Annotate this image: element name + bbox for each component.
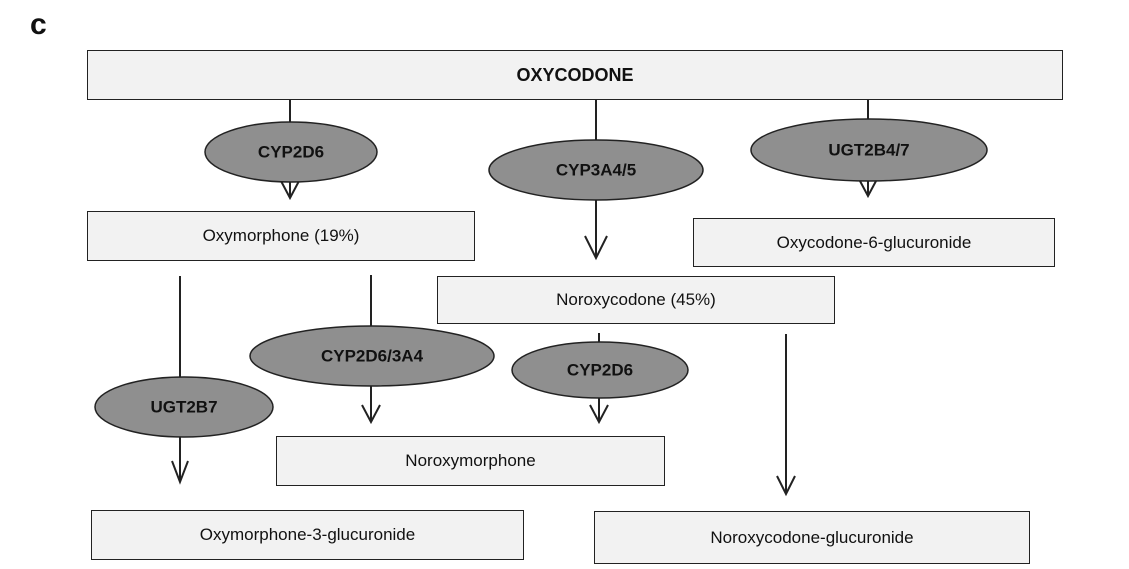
enzyme-label-cyp2d6-top: CYP2D6 — [258, 143, 324, 162]
enzyme-ellipse-cyp2d6-3a4 — [249, 325, 495, 387]
arrow-head — [280, 180, 300, 201]
enzyme-ellipse-cyp2d6-bottom — [511, 341, 689, 399]
arrow-head — [584, 235, 608, 261]
enzyme-label-cyp3a4-5: CYP3A4/5 — [556, 161, 636, 180]
noroxymorphone-box: Noroxymorphone — [276, 436, 665, 486]
enzyme-ellipse-cyp3a4-5 — [488, 139, 704, 201]
arrow-head — [361, 404, 381, 425]
enzyme-ellipse-cyp2d6-top — [204, 121, 378, 183]
oxymorphone-glucuronide-box: Oxymorphone-3-glucuronide — [91, 510, 524, 560]
panel-label: c — [30, 8, 47, 41]
enzyme-label-ugt2b4-7: UGT2B4/7 — [828, 141, 909, 160]
arrow-head — [859, 180, 877, 199]
noroxycodone-glucuronide-box: Noroxycodone-glucuronide — [594, 511, 1030, 564]
enzyme-ellipse-ugt2b4-7 — [750, 118, 988, 182]
arrow-head — [776, 475, 796, 497]
oxycodone-glucuronide-box: Oxycodone-6-glucuronide — [693, 218, 1055, 267]
oxycodone-box: OXYCODONE — [87, 50, 1063, 100]
arrow-head — [589, 404, 609, 425]
enzyme-label-ugt2b7: UGT2B7 — [150, 398, 217, 417]
enzyme-label-cyp2d6-bottom: CYP2D6 — [567, 361, 633, 380]
enzyme-ellipse-ugt2b7 — [94, 376, 274, 438]
arrow-head — [171, 460, 189, 485]
oxymorphone-box: Oxymorphone (19%) — [87, 211, 475, 261]
noroxycodone-box: Noroxycodone (45%) — [437, 276, 835, 324]
enzyme-label-cyp2d6-3a4: CYP2D6/3A4 — [321, 347, 424, 366]
